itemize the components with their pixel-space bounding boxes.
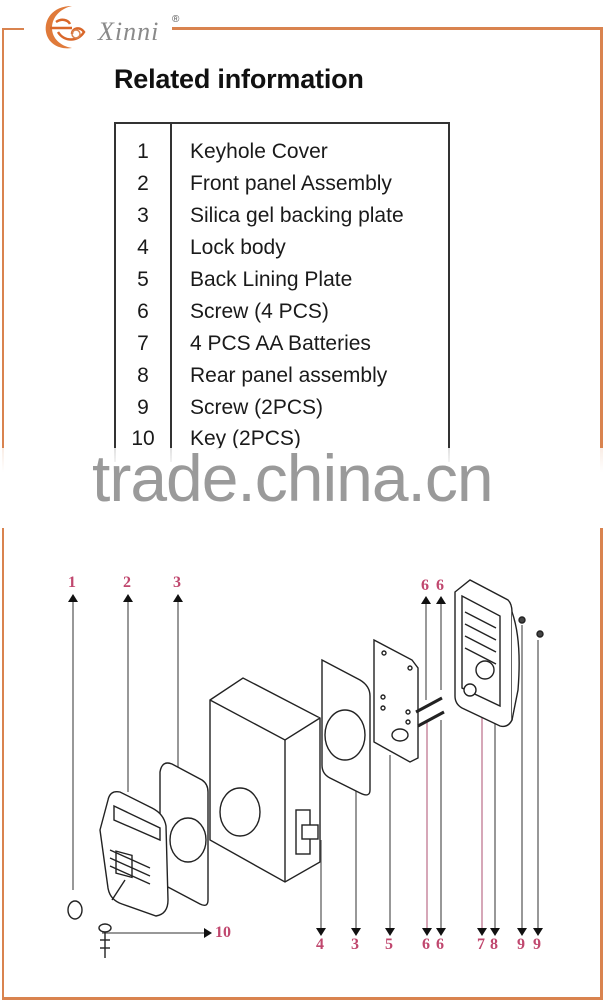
callout-label-3b: 3	[351, 936, 359, 953]
part-name: Rear panel assembly	[190, 364, 388, 387]
part-name: Key (2PCS)	[190, 427, 301, 450]
part-number: 2	[137, 172, 149, 195]
table-row: 7 4 PCS AA Batteries	[116, 332, 448, 364]
part-name: Screw (4 PCS)	[190, 300, 329, 323]
table-row: 9 Screw (2PCS)	[116, 396, 448, 428]
callout-label-2: 2	[123, 574, 131, 591]
part-number: 3	[137, 204, 149, 227]
part-name: 4 PCS AA Batteries	[190, 332, 371, 355]
callout-label-6d: 6	[436, 936, 444, 953]
part-name: Silica gel backing plate	[190, 204, 404, 227]
part-number: 6	[137, 300, 149, 323]
frame-border-top	[172, 27, 602, 30]
part-name: Front panel Assembly	[190, 172, 392, 195]
table-row: 8 Rear panel assembly	[116, 364, 448, 396]
frame-border-bottom	[2, 997, 603, 1000]
part-name: Lock body	[190, 236, 286, 259]
section-title: Related information	[114, 64, 364, 94]
table-row: 10 Key (2PCS)	[116, 427, 448, 459]
callout-label-6c: 6	[422, 936, 430, 953]
exploded-diagram: 1 2 3 6 6 4 3 5 6 6 7 8 9 9 10	[0, 560, 604, 980]
part-number: 8	[137, 364, 149, 387]
callout-label-7: 7	[477, 936, 485, 953]
parts-table: 1 Keyhole Cover 2 Front panel Assembly 3 Si…	[114, 122, 450, 462]
table-row: 4 Lock body	[116, 236, 448, 268]
callout-label-4: 4	[316, 936, 324, 953]
lock-diagram-icon	[67, 579, 544, 958]
part-number: 9	[137, 396, 149, 419]
table-row: 3 Silica gel backing plate	[116, 204, 448, 236]
registered-mark: ®	[172, 14, 180, 25]
part-number: 1	[137, 140, 149, 163]
callout-label-6b: 6	[436, 577, 444, 594]
table-row: 2 Front panel Assembly	[116, 172, 448, 204]
callout-label-1: 1	[68, 574, 76, 591]
callout-label-9a: 9	[517, 936, 525, 953]
part-name: Keyhole Cover	[190, 140, 328, 163]
brand-logo: Xinni ®	[38, 2, 188, 52]
callout-label-6a: 6	[421, 577, 429, 594]
callout-label-3: 3	[173, 574, 181, 591]
table-row: 1 Keyhole Cover	[116, 140, 448, 172]
brand-name: Xinni	[98, 17, 160, 46]
callout-label-8: 8	[490, 936, 498, 953]
logo-emblem-icon	[45, 6, 86, 49]
table-divider	[170, 124, 172, 462]
table-row: 5 Back Lining Plate	[116, 268, 448, 300]
callout-label-9b: 9	[533, 936, 541, 953]
frame-border-top-left	[2, 28, 24, 30]
watermark-text: trade.china.cn	[92, 441, 494, 515]
watermark-band	[0, 448, 604, 528]
part-number: 7	[137, 332, 149, 355]
part-number: 4	[137, 236, 149, 259]
callout-label-5: 5	[385, 936, 393, 953]
part-number: 5	[137, 268, 149, 291]
callout-label-10: 10	[215, 924, 231, 941]
part-number: 10	[131, 427, 155, 450]
part-name: Back Lining Plate	[190, 268, 353, 291]
table-row: 6 Screw (4 PCS)	[116, 300, 448, 332]
part-name: Screw (2PCS)	[190, 396, 324, 419]
